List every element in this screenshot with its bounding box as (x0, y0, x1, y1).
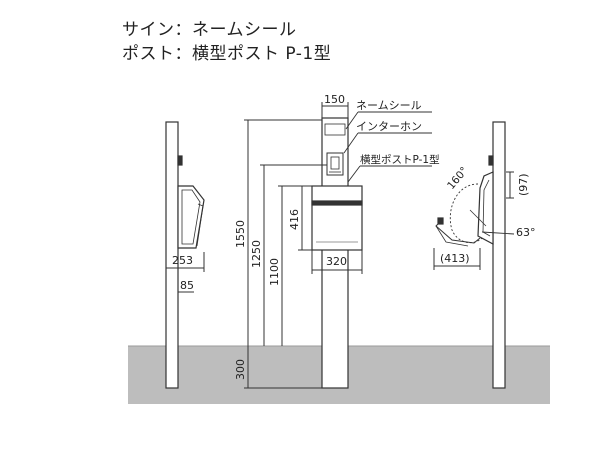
dim-post-bottom-height-label: 1100 (268, 258, 281, 286)
dim-total-height (244, 119, 322, 346)
post-spec: ポスト：横型ポスト P-1型 (122, 44, 332, 64)
label-post-model: 横型ポストP-1型 (360, 153, 440, 166)
name-seal-plate (324, 123, 346, 136)
label-name-seal: ネームシール (356, 99, 422, 112)
dim-intercom-height-label: 1250 (250, 240, 263, 268)
dim-top-width (321, 102, 349, 118)
open-lid (435, 221, 481, 244)
dim-open-depth-label: (97) (517, 173, 530, 196)
right-post (492, 121, 506, 389)
dim-post-height (298, 186, 312, 251)
dim-post-width (311, 250, 363, 274)
right-mailbox (477, 171, 494, 245)
dim-left-depth-label: 253 (172, 254, 193, 267)
front-view (311, 117, 363, 389)
right-side-view (435, 121, 506, 389)
right-intercom (488, 155, 494, 166)
leader-lines (343, 111, 515, 235)
dim-total-height-label: 1550 (234, 220, 247, 248)
dim-embed-depth (244, 346, 322, 389)
dim-open-angle-label: 160° (445, 165, 470, 192)
dim-post-height-label: 416 (288, 209, 301, 230)
dim-left-offset-label: 85 (180, 279, 194, 292)
left-intercom (177, 155, 183, 166)
dim-post-width-label: 320 (326, 255, 347, 268)
dim-intercom-height (260, 164, 327, 346)
sign-spec: サイン：ネームシール (122, 20, 297, 40)
center-post (321, 117, 349, 389)
intercom-box (326, 152, 344, 176)
dim-embed-depth-label: 300 (234, 359, 247, 380)
spec-header: サイン：ネームシール ポスト：横型ポスト P-1型 (122, 18, 331, 66)
dim-open-width-label: (413) (440, 252, 470, 265)
label-intercom: インターホン (356, 120, 422, 133)
dim-lid-angle-label: 63° (516, 226, 536, 239)
dim-top-width-label: 150 (324, 93, 345, 106)
dim-post-bottom-height (278, 185, 312, 346)
left-side-view (165, 121, 205, 389)
mailbox-front (311, 185, 363, 251)
dim-left-offset (177, 280, 194, 296)
dim-open-width (433, 248, 481, 270)
lid-swing-arc (449, 183, 483, 244)
dim-open-depth (506, 171, 514, 199)
dim-left-depth (165, 252, 205, 272)
